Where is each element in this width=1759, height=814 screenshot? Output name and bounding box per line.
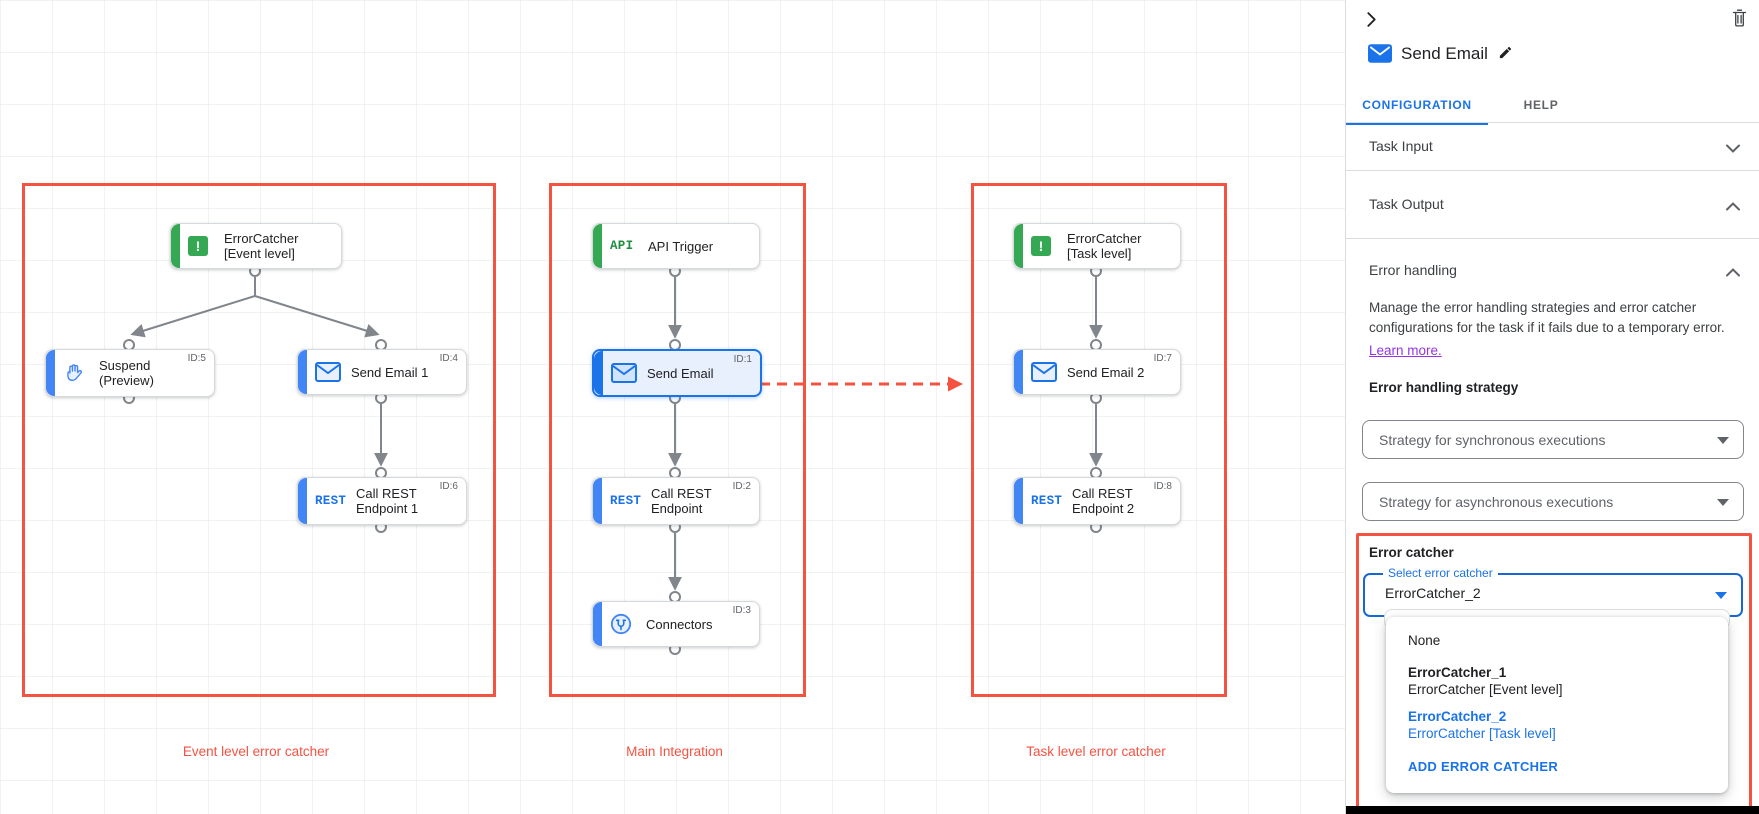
node-errorcatcher-event-level[interactable]: ErrorCatcher[Event level] — [170, 223, 342, 269]
async-strategy-dropdown[interactable]: Strategy for asynchronous executions — [1362, 482, 1744, 521]
node-accent — [298, 350, 307, 394]
section-task-input: Task Input — [1369, 138, 1433, 154]
section-error-handling: Error handling — [1369, 262, 1457, 278]
panel-title: Send Email — [1401, 44, 1488, 63]
rest-icon: REST — [1031, 494, 1063, 508]
error-catcher-icon — [188, 236, 208, 256]
main-integration-group-label: Main Integration — [626, 744, 723, 759]
strategy-label: Error handling strategy — [1369, 380, 1519, 395]
dropdown-caret-icon — [1717, 498, 1729, 506]
integration-canvas[interactable]: ErrorCatcher[Event level] ID:5 Suspend(P… — [0, 0, 1345, 814]
email-icon — [1031, 362, 1057, 382]
chevron-down-icon[interactable] — [1726, 140, 1740, 158]
rest-icon: REST — [610, 494, 642, 508]
node-send-email-2[interactable]: ID:7 Send Email 2 — [1013, 349, 1181, 395]
node-accent — [593, 602, 602, 646]
node-send-email-1[interactable]: ID:4 Send Email 1 — [297, 349, 467, 395]
error-catcher-icon — [1031, 236, 1051, 256]
sync-strategy-dropdown[interactable]: Strategy for synchronous executions — [1362, 420, 1744, 459]
event-level-group-label: Event level error catcher — [182, 744, 330, 759]
tab-configuration[interactable]: CONFIGURATION — [1346, 88, 1488, 125]
node-suspend[interactable]: ID:5 Suspend(Preview) — [45, 349, 215, 397]
node-connectors[interactable]: ID:3 Connectors — [592, 601, 760, 647]
menu-item-none[interactable]: None — [1408, 633, 1441, 648]
api-trigger-icon: API — [610, 239, 634, 253]
error-catcher-menu: None ErrorCatcher_1 ErrorCatcher [Event … — [1386, 617, 1728, 793]
node-id: ID:3 — [732, 605, 751, 616]
node-errorcatcher-task-level[interactable]: ErrorCatcher[Task level] — [1013, 223, 1181, 269]
section-task-output: Task Output — [1369, 196, 1444, 212]
chevron-up-icon[interactable] — [1726, 198, 1740, 216]
task-level-group-label: Task level error catcher — [1026, 744, 1166, 759]
node-id: ID:1 — [733, 354, 752, 365]
node-id: ID:6 — [439, 481, 458, 492]
node-id: ID:4 — [439, 353, 458, 364]
suspend-hand-icon — [63, 362, 85, 384]
node-accent — [593, 478, 602, 524]
menu-item-errorcatcher-1[interactable]: ErrorCatcher_1 ErrorCatcher [Event level… — [1408, 665, 1563, 697]
node-id: ID:7 — [1153, 353, 1172, 364]
collapse-panel-icon[interactable] — [1363, 11, 1380, 33]
node-accent — [298, 478, 307, 524]
node-accent — [593, 224, 602, 268]
add-error-catcher-button[interactable]: ADD ERROR CATCHER — [1408, 759, 1559, 774]
email-icon — [611, 363, 637, 383]
rest-icon: REST — [315, 494, 347, 508]
node-accent — [1014, 478, 1023, 524]
task-type-email-icon — [1368, 44, 1392, 68]
node-id: ID:5 — [187, 353, 206, 364]
dropdown-caret-icon — [1717, 436, 1729, 444]
task-config-panel: Send Email CONFIGURATION HELP Task Input… — [1345, 0, 1759, 814]
error-handling-description: Manage the error handling strategies and… — [1369, 300, 1725, 335]
bottom-edge-bar — [1346, 806, 1759, 814]
select-floating-label: Select error catcher — [1383, 566, 1498, 580]
connectors-icon — [610, 613, 632, 635]
node-accent — [1014, 350, 1023, 394]
dropdown-caret-icon — [1715, 592, 1727, 599]
node-id: ID:2 — [732, 481, 751, 492]
node-accent — [594, 351, 603, 395]
menu-item-errorcatcher-2[interactable]: ErrorCatcher_2 ErrorCatcher [Task level] — [1408, 709, 1556, 741]
edit-title-icon[interactable] — [1498, 45, 1513, 65]
node-api-trigger[interactable]: API API Trigger — [592, 223, 760, 269]
chevron-up-icon[interactable] — [1726, 264, 1740, 282]
email-icon — [315, 362, 341, 382]
connector-wires — [123, 252, 1103, 655]
learn-more-link[interactable]: Learn more. — [1369, 343, 1442, 358]
node-accent — [46, 350, 55, 396]
error-catcher-label: Error catcher — [1369, 545, 1454, 560]
node-accent — [171, 224, 180, 268]
node-id: ID:8 — [1153, 481, 1172, 492]
select-value: ErrorCatcher_2 — [1385, 585, 1481, 601]
tab-help[interactable]: HELP — [1523, 98, 1559, 112]
node-send-email-selected[interactable]: ID:1 Send Email — [592, 349, 762, 397]
delete-task-icon[interactable] — [1732, 9, 1747, 32]
node-accent — [1014, 224, 1023, 268]
